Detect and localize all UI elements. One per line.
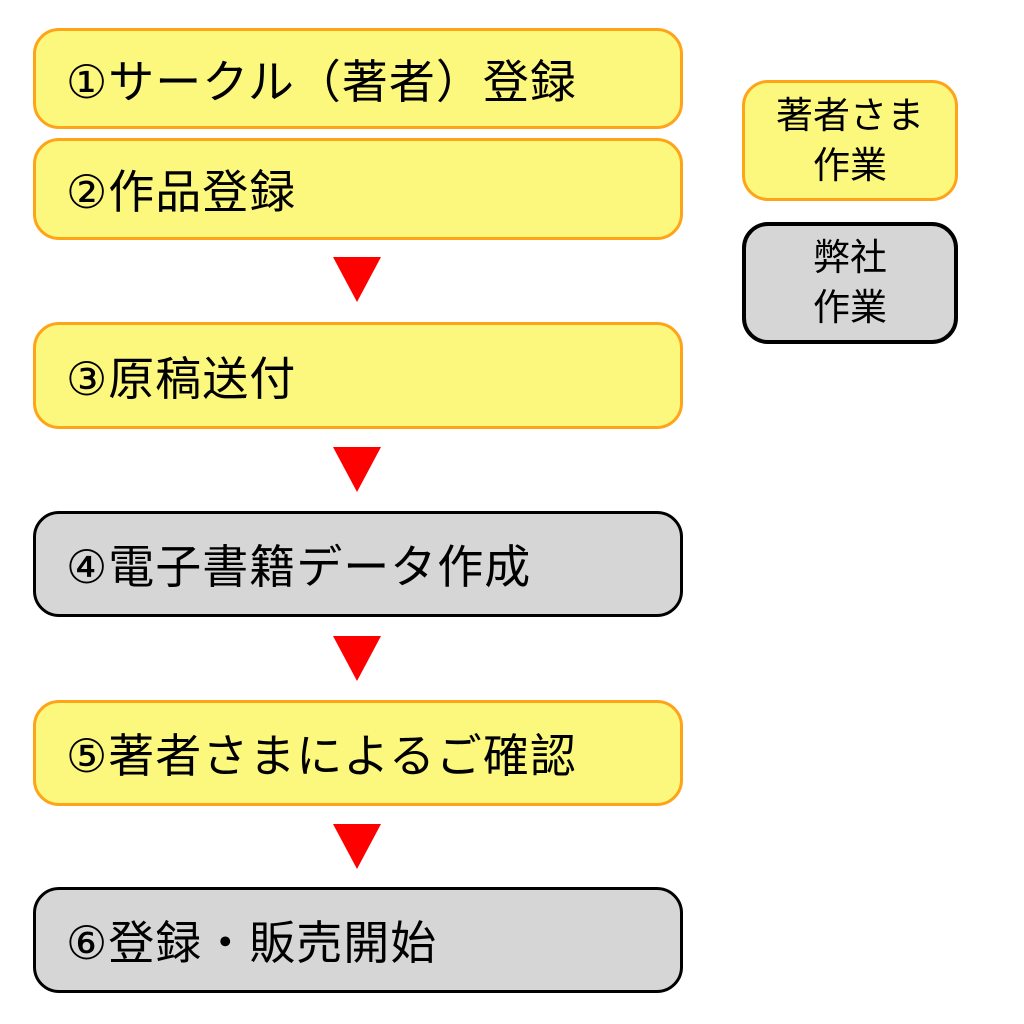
flow-step-6-label: ⑥登録・販売開始 — [66, 916, 438, 970]
legend-author-tasks-label: 著者さま 作業 — [776, 93, 924, 187]
down-arrow-icon — [333, 824, 381, 869]
flow-step-4-label: ④電子書籍データ作成 — [66, 540, 532, 594]
flow-step-5-label: ⑤著者さまによるご確認 — [66, 729, 577, 783]
flow-step-5-author-confirmation: ⑤著者さまによるご確認 — [33, 700, 683, 806]
legend-company-tasks: 弊社 作業 — [742, 222, 958, 344]
flow-step-2-label: ②作品登録 — [66, 165, 297, 219]
flow-step-2-work-registration: ②作品登録 — [33, 138, 683, 240]
flow-step-1-label: ①サークル（著者）登録 — [66, 54, 577, 109]
flow-step-3-label: ③原稿送付 — [66, 351, 297, 406]
flow-step-6-registration-sales-start: ⑥登録・販売開始 — [33, 887, 683, 993]
down-arrow-icon — [333, 447, 381, 492]
legend-author-tasks: 著者さま 作業 — [742, 80, 958, 201]
flow-step-4-ebook-data-creation: ④電子書籍データ作成 — [33, 511, 683, 617]
flow-step-3-manuscript-sending: ③原稿送付 — [33, 322, 683, 429]
down-arrow-icon — [333, 636, 381, 681]
down-arrow-icon — [333, 257, 381, 302]
flow-step-1-circle-author-registration: ①サークル（著者）登録 — [33, 28, 683, 129]
legend-company-tasks-label: 弊社 作業 — [813, 236, 887, 329]
